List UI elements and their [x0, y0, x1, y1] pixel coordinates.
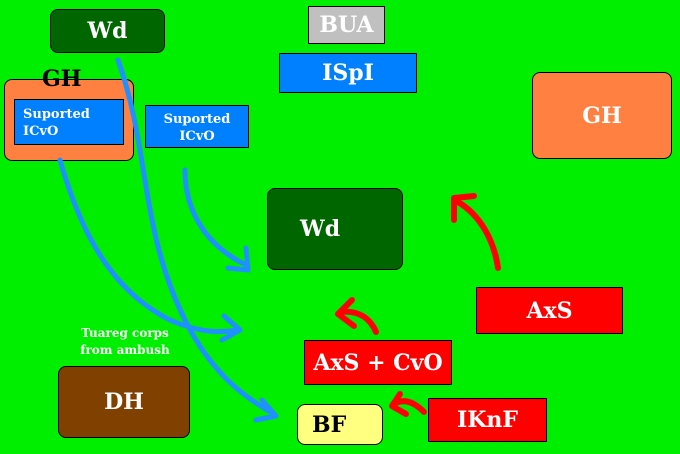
- red-curved-arrow: [455, 199, 501, 271]
- unit-ispi-label: ISpI: [322, 60, 374, 86]
- unit-axs-right-label: AxS: [526, 297, 573, 324]
- unit-supported-icvo-right-label: Suported ICvO: [163, 112, 231, 144]
- red-curved-arrow: [451, 193, 477, 223]
- unit-bua: BUA: [308, 6, 385, 44]
- unit-gh-right: GH: [532, 72, 672, 159]
- blue-curved-arrow: [57, 157, 241, 335]
- unit-wd-center-label: Wd: [300, 216, 341, 242]
- unit-gh-right-label: GH: [582, 102, 622, 129]
- unit-iknf: IKnF: [428, 398, 547, 442]
- blue-curved-arrow: [182, 167, 249, 268]
- unit-dh-label: DH: [104, 389, 144, 415]
- unit-bf-label: BF: [312, 411, 347, 438]
- blue-curved-arrow: [253, 397, 279, 423]
- unit-supported-icvo-left: Suported ICvO: [14, 99, 124, 145]
- unit-supported-icvo-right: Suported ICvO: [145, 105, 249, 148]
- unit-wd-top-label: Wd: [87, 18, 128, 44]
- unit-axs-cvo-label: AxS + CvO: [313, 349, 443, 376]
- unit-axs-cvo: AxS + CvO: [304, 340, 452, 385]
- red-curved-arrow: [389, 391, 409, 417]
- blue-curved-arrow: [115, 57, 277, 417]
- unit-wd-center: Wd: [267, 188, 403, 270]
- unit-ispi: ISpI: [279, 53, 417, 93]
- unit-bf: BF: [297, 404, 383, 445]
- unit-iknf-label: IKnF: [456, 407, 519, 433]
- unit-gh-left-label: GH: [42, 66, 82, 92]
- unit-axs-right: AxS: [476, 287, 623, 334]
- unit-wd-top: Wd: [50, 9, 165, 53]
- unit-dh: DH: [58, 366, 190, 438]
- unit-bua-label: BUA: [319, 12, 374, 38]
- red-curved-arrow: [335, 297, 357, 329]
- unit-supported-icvo-left-label: Suported ICvO: [23, 107, 90, 139]
- tuareg-note: Tuareg corps from ambush: [80, 326, 170, 357]
- blue-curved-arrow: [219, 313, 243, 343]
- blue-curved-arrow: [225, 245, 251, 273]
